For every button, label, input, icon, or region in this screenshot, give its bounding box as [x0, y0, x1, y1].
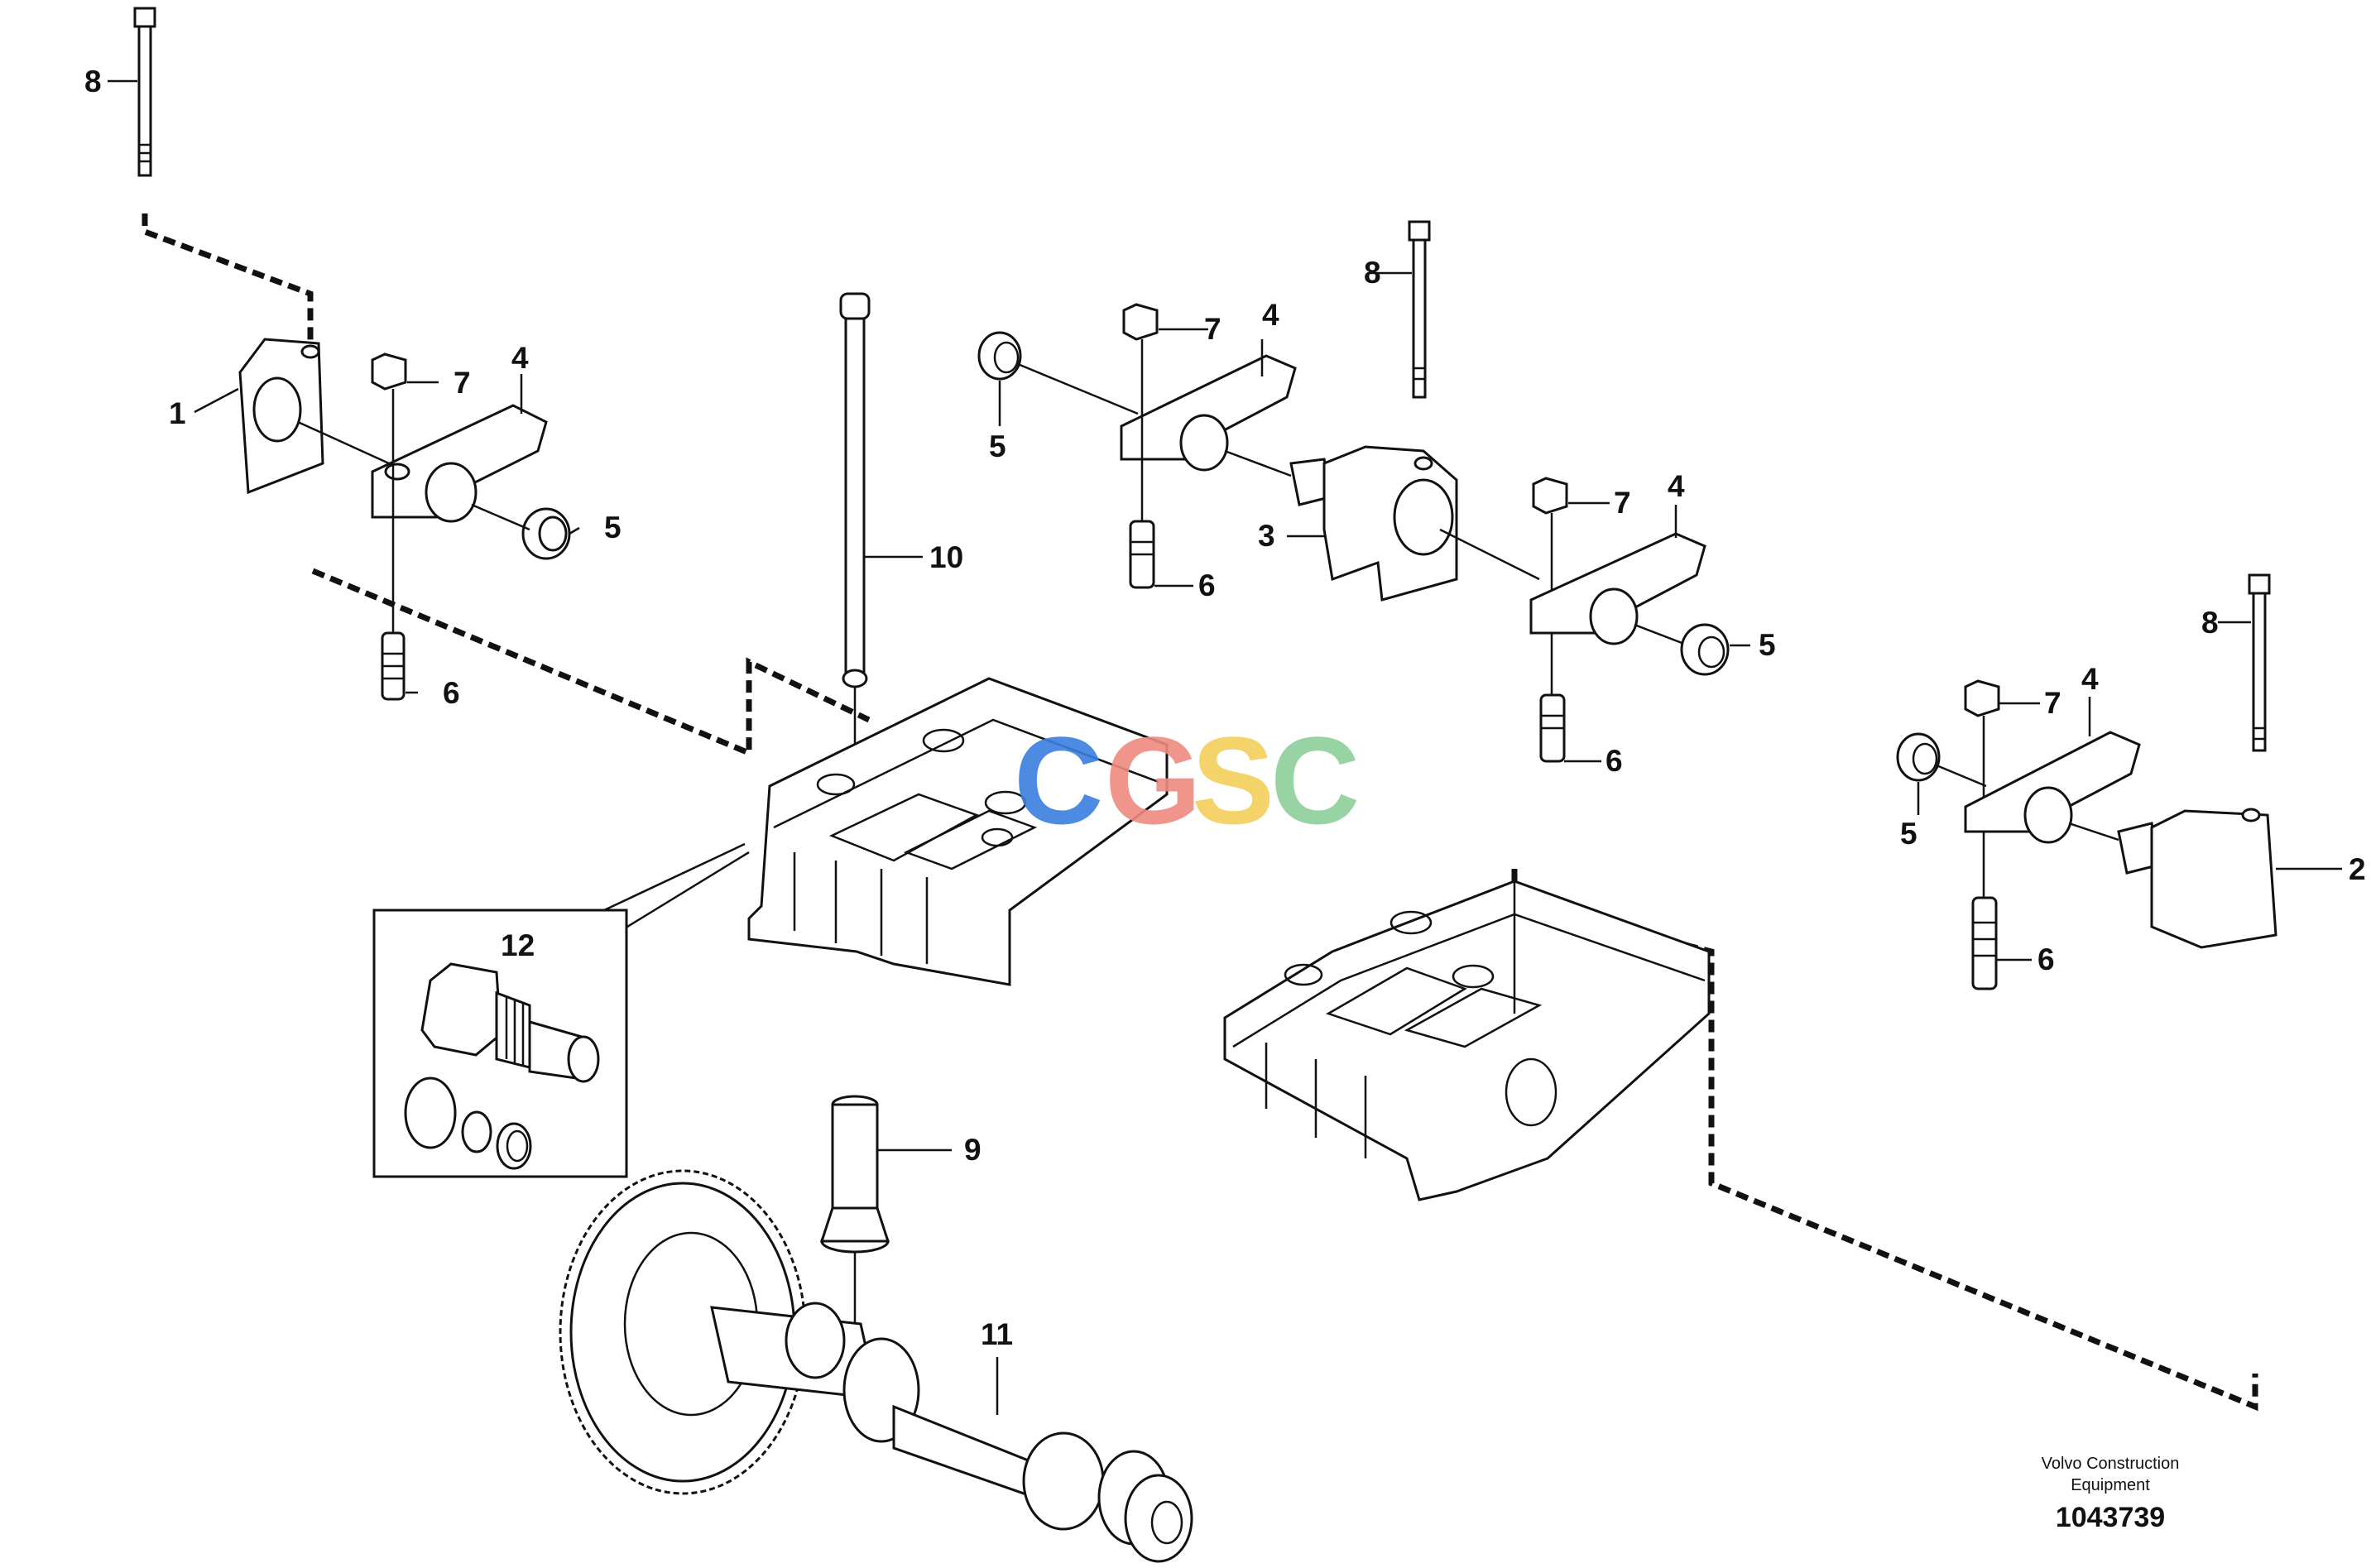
credit-line-1: Volvo Construction: [2042, 1455, 2180, 1473]
callout-5-middle: 5: [989, 429, 1006, 463]
callout-8-right: 8: [2201, 606, 2219, 640]
callout-9: 9: [964, 1133, 982, 1167]
tappet-part-9: [819, 1095, 890, 1324]
callout-6-left: 6: [443, 676, 460, 710]
dashed-line-left-assembly: [142, 213, 314, 348]
callout-7-right: 7: [2044, 686, 2061, 720]
rocker-arm-group-right: [1896, 679, 2277, 990]
credit-line-2: Equipment: [2071, 1476, 2150, 1494]
callout-11: 11: [981, 1317, 1013, 1351]
rocker-arm-group-left: [371, 352, 571, 701]
callout-5-right: 5: [1900, 817, 1917, 851]
callout-leaders: [108, 79, 2342, 1415]
bolt-part-8-left: [133, 7, 156, 177]
callout-6-right: 6: [2037, 942, 2055, 976]
callout-7-middle: 7: [1204, 312, 1221, 346]
callout-4-left: 4: [511, 341, 529, 375]
reference-number: 1043739: [2056, 1502, 2165, 1533]
watermark-letter-3: S: [1192, 711, 1274, 850]
callout-4-middle-right: 4: [1668, 469, 1685, 503]
rocker-bracket-part-1: [238, 338, 390, 495]
callout-labels: 8 1 7 4 5 6 10 8 7 4 5 3 6 7 4 5 6 8 7 4…: [84, 65, 2366, 1351]
cylinder-head-left: [747, 677, 1169, 986]
camshaft-part-11: [559, 1169, 1193, 1563]
callout-4-middle: 4: [1262, 298, 1279, 332]
dashed-line-left-lower: [311, 568, 871, 758]
callout-7-left: 7: [454, 366, 471, 400]
watermark-letter-2: G: [1105, 711, 1202, 850]
callout-8-left: 8: [84, 65, 102, 98]
callout-6-middle: 6: [1198, 568, 1216, 602]
bolt-part-8-middle: [1408, 220, 1431, 399]
callout-6-middle-right: 6: [1605, 744, 1623, 778]
callout-7-middle-right: 7: [1614, 486, 1631, 520]
detail-box-part-12: [372, 842, 750, 1178]
rocker-arm-group-middle: [977, 303, 1540, 602]
watermark-logo: C G S C: [1014, 711, 1360, 850]
callout-8-middle: 8: [1364, 256, 1381, 290]
push-rod-part-10: [839, 292, 871, 840]
callout-4-right: 4: [2081, 662, 2099, 696]
credit-block: Volvo Construction Equipment 1043739: [2042, 1455, 2180, 1533]
watermark-letter-1: C: [1014, 711, 1103, 850]
callout-5-left: 5: [604, 511, 622, 544]
callout-1: 1: [169, 396, 186, 430]
callout-5-middle-right: 5: [1759, 628, 1776, 662]
cylinder-head-right: [1223, 880, 1711, 1201]
callout-10: 10: [929, 540, 963, 574]
bolt-part-8-right: [2248, 573, 2271, 752]
callout-2: 2: [2349, 852, 2366, 886]
watermark-letter-4: C: [1270, 711, 1360, 850]
callout-3: 3: [1258, 519, 1275, 553]
rocker-arm-group-middle-right: [1529, 477, 1730, 763]
callout-12: 12: [501, 928, 535, 962]
